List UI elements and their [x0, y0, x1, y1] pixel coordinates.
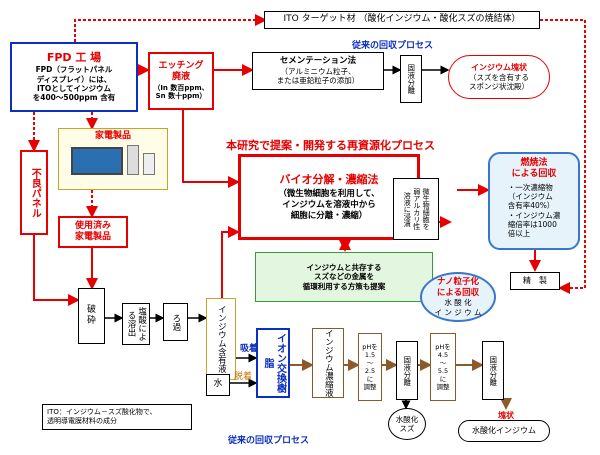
- phone-icon: [127, 145, 139, 176]
- water-box: 水: [206, 374, 230, 396]
- indium-sponge-desc: （スズを含有する スポンジ状沈殿）: [469, 72, 529, 91]
- solid-liquid-separation-top: 固液分離: [400, 55, 422, 103]
- old-process-label-bottom: 従来の回収プロセス: [228, 436, 310, 446]
- used-appliances-label: 使用済み 家電製品: [74, 220, 111, 242]
- ito-note-box: ITO：インジウム－スズ酸化物で、 透明導電膜材料の成分: [42, 404, 192, 430]
- tv-icon: [71, 147, 123, 176]
- fpd-factory-desc: FPD（フラットパネル ディスプレイ）には、 ITOとしてインジウム を400～…: [32, 65, 116, 103]
- old-process-label-top: 従来の回収プロセス: [352, 41, 434, 51]
- cementation-desc: （アルミニウム粒子、 または亜鉛粒子の添加）: [276, 66, 360, 86]
- appliances-illustration: [71, 145, 155, 176]
- fpd-factory-title: FPD 工 場: [46, 51, 102, 65]
- etching-waste-box: エッチング 廃液 （In 数百ppm、 Sn 数十ppm）: [148, 52, 214, 110]
- coexist-metal-box: インジウムと共存する スズなどの金属を 循環利用する方策も提案: [255, 252, 433, 302]
- solid-liquid-separation-1: 固液分離: [396, 341, 418, 400]
- camera-icon: [143, 153, 155, 176]
- indium-concentrate-box: インジウム濃縮液: [312, 328, 344, 398]
- nanoparticle-title: ナノ粒子化 による回収: [436, 277, 480, 298]
- combustion-box: 燃焼法 による回収 ・一次濃縮物 （インジウム 含有率40%） ・インジウム濃 …: [488, 152, 580, 250]
- indium-sponge-box: インジウム塊状 （スズを含有する スポンジ状沈殿）: [448, 55, 550, 99]
- adsorption-label: 吸着: [240, 344, 259, 354]
- coexist-metal-text: インジウムと共存する スズなどの金属を 循環利用する方策も提案: [302, 262, 386, 291]
- ion-exchange-box: イオン交換樹脂: [256, 328, 290, 398]
- nanoparticle-desc: 水 酸 化 イ ン ジ ウ ム: [434, 298, 482, 317]
- filtration-box: ろ過: [163, 303, 188, 341]
- ito-target-box: ITO ターゲット材 （酸化インジウム・酸化スズの焼結体）: [264, 11, 540, 29]
- combustion-title: 燃焼法 による回収: [511, 158, 557, 180]
- nanoparticle-box: ナノ粒子化 による回収 水 酸 化 イ ン ジ ウ ム: [420, 272, 496, 322]
- appliances-label: 家電製品: [94, 131, 131, 141]
- fpd-factory-box: FPD 工 場 FPD（フラットパネル ディスプレイ）には、 ITOとしてインジ…: [10, 42, 138, 112]
- block-label: 塊状: [498, 411, 514, 420]
- combustion-desc: ・一次濃縮物 （インジウム 含有率40%） ・インジウム濃 縮倍率は1000 倍…: [507, 182, 561, 239]
- bio-process-title: バイオ分解・濃縮法: [279, 172, 379, 186]
- used-appliances-box: 使用済み 家電製品: [58, 216, 128, 248]
- weak-alkali-box: 微生物細胞を 弱アルカリ性 溶液に浸漬: [393, 178, 439, 240]
- refine-box: 精 製: [510, 272, 560, 290]
- cementation-box: セメンテーション法 （アルミニウム粒子、 または亜鉛粒子の添加）: [252, 52, 384, 90]
- appliances-box: 家電製品: [58, 128, 168, 190]
- etching-waste-desc: （In 数百ppm、 Sn 数十ppm）: [153, 83, 209, 101]
- indium-hydroxide-box: 水酸化インジウム: [458, 420, 550, 442]
- bio-process-desc: （微生物細胞を利用して、 インジウムを溶液中から 細胞に分離・濃縮）: [278, 189, 380, 221]
- solid-liquid-separation-2: 固液分離: [482, 341, 504, 400]
- indium-solution-box: インジウム含有液: [206, 298, 236, 380]
- tin-hydroxide-box: 水酸化 スズ: [388, 408, 426, 440]
- defective-panel-box: 不良パネル: [20, 150, 48, 235]
- new-process-label: 本研究で提案・開発する再資源化プロセス: [226, 139, 435, 152]
- bio-process-box: バイオ分解・濃縮法 （微生物細胞を利用して、 インジウムを溶液中から 細胞に分離…: [238, 154, 420, 240]
- ph-adjust-1-box: pHを 1.5 ～ 2.5 に 調整: [358, 333, 382, 401]
- ph-adjust-2-box: pHを 4.5 ～ 5.5 に 調整: [430, 333, 456, 401]
- desorption-label: 脱着: [234, 372, 253, 382]
- indium-sponge-title: インジウム塊状: [471, 62, 527, 72]
- hcl-dissolution-box: 塩酸による溶出: [122, 303, 150, 345]
- etching-waste-title: エッチング 廃液: [158, 61, 204, 83]
- cementation-title: セメンテーション法: [279, 56, 357, 67]
- crush-box: 破 砕: [78, 288, 105, 344]
